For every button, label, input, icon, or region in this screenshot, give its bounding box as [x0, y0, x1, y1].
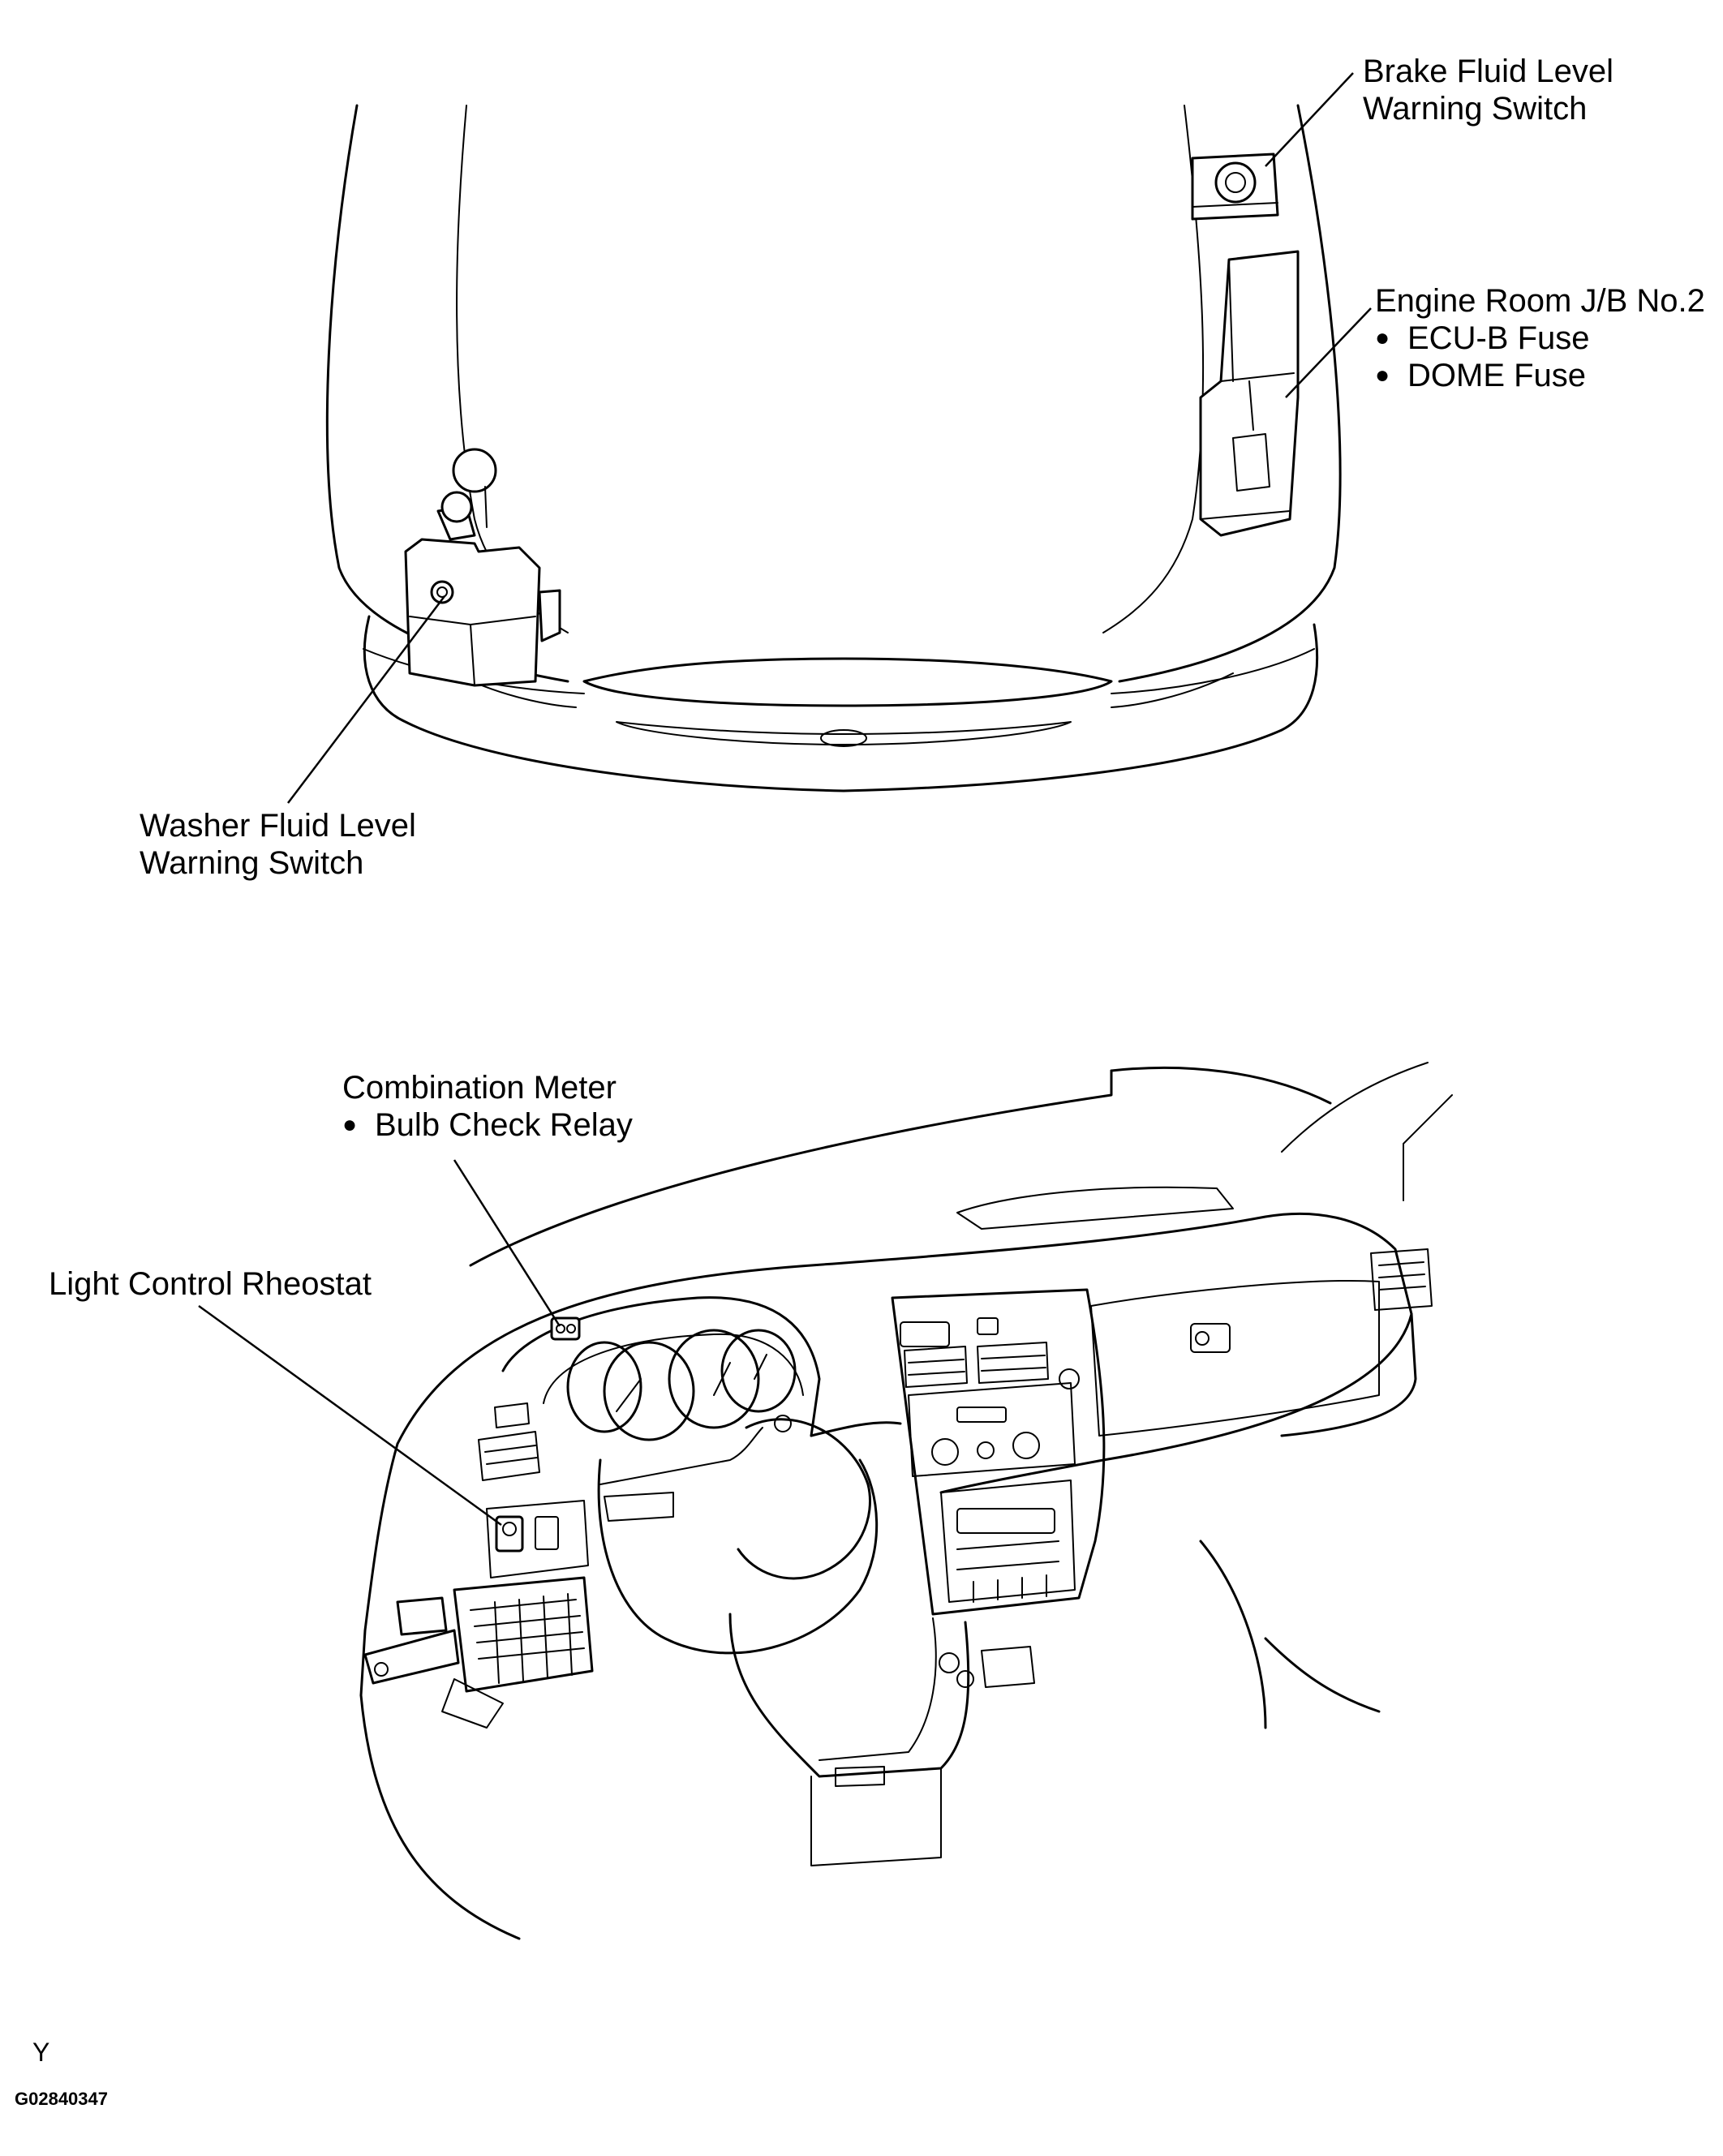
combination-meter-title: Combination Meter	[342, 1070, 617, 1106]
bulb-check-relay-item: Bulb Check Relay	[342, 1106, 633, 1144]
ecu-b-fuse-item: ECU-B Fuse	[1375, 320, 1705, 357]
washer-fluid-line-1: Washer Fluid Level	[140, 808, 416, 844]
engine-compartment-drawing	[287, 72, 1372, 804]
washer-fluid-switch-label: Washer Fluid Level Warning Switch	[140, 807, 416, 882]
junction-block-leader	[1285, 307, 1372, 398]
engine-room-jb-label: Engine Room J/B No.2 ECU-B Fuse DOME Fus…	[1375, 282, 1705, 394]
light-control-rheostat-part	[486, 1500, 589, 1578]
light-control-rheostat-label: Light Control Rheostat	[49, 1265, 372, 1303]
light-control-rheostat-text: Light Control Rheostat	[49, 1266, 372, 1302]
combination-meter-label: Combination Meter Bulb Check Relay	[342, 1069, 633, 1144]
figure-code: G02840347	[15, 2089, 108, 2109]
washer-fluid-line-2: Warning Switch	[140, 845, 364, 881]
brake-fluid-leader	[1265, 72, 1354, 167]
instrument-panel-junction-block	[363, 1576, 594, 1729]
engine-room-jb-title: Engine Room J/B No.2	[1375, 283, 1705, 319]
brake-fluid-line-1: Brake Fluid Level	[1363, 54, 1614, 89]
figure-letter: Y	[32, 2038, 50, 2067]
light-control-leader	[198, 1304, 502, 1527]
brake-fluid-switch-label: Brake Fluid Level Warning Switch	[1363, 53, 1613, 127]
brake-fluid-line-2: Warning Switch	[1363, 91, 1588, 127]
engine-room-junction-block	[1199, 250, 1300, 537]
dome-fuse-item: DOME Fuse	[1375, 357, 1705, 394]
brake-fluid-reservoir	[1191, 152, 1279, 221]
instrument-panel-drawing	[198, 1062, 1453, 1940]
washer-fluid-leader	[287, 595, 445, 804]
combination-meter-leader	[453, 1159, 561, 1327]
washer-fluid-reservoir	[404, 448, 561, 687]
